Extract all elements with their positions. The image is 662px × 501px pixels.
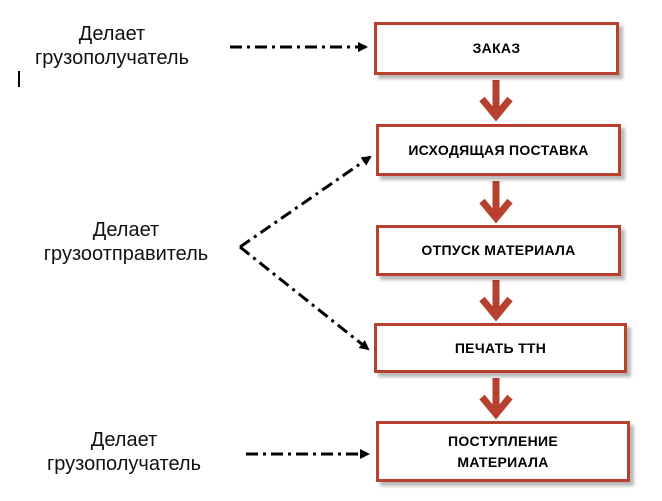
step-goods-issue-box: ОТПУСК МАТЕРИАЛА	[376, 225, 621, 276]
flow-arrow-2	[479, 181, 513, 224]
actor-consignee-bottom: Делает грузополучатель	[24, 428, 224, 476]
step-print-waybill-box: ПЕЧАТЬ ТТН	[374, 323, 627, 373]
step-goods-receipt-label-line1: ПОСТУПЛЕНИЕ	[447, 432, 558, 449]
flow-arrow-3	[479, 280, 513, 322]
actor-consignee-bottom-line1: Делает	[90, 429, 158, 451]
step-outbound-delivery-label: ИСХОДЯЩАЯ ПОСТАВКА	[408, 141, 589, 158]
flow-arrow-4	[479, 378, 513, 420]
step-outbound-delivery-box: ИСХОДЯЩАЯ ПОСТАВКА	[376, 124, 621, 176]
actor-consignor-middle: Делает грузоотправитель	[11, 218, 241, 266]
step-order-box: ЗАКАЗ	[374, 22, 619, 75]
step-order-label: ЗАКАЗ	[472, 40, 521, 56]
step-print-waybill-label: ПЕЧАТЬ ТТН	[454, 339, 547, 356]
text-cursor-mark	[18, 71, 20, 87]
dashed-arrow-middle-up	[239, 155, 372, 249]
actor-consignee-top-line2: грузополучатель	[34, 47, 190, 69]
step-goods-receipt-box: ПОСТУПЛЕНИЕ МАТЕРИАЛА	[376, 421, 630, 482]
step-goods-receipt-label-line2: МАТЕРИАЛА	[457, 453, 549, 470]
actor-consignor-middle-line1: Делает	[92, 219, 160, 241]
step-goods-issue-label: ОТПУСК МАТЕРИАЛА	[421, 242, 576, 258]
actor-consignee-bottom-line2: грузополучатель	[46, 453, 202, 475]
actor-consignee-top: Делает грузополучатель	[12, 22, 212, 70]
actor-consignor-middle-line2: грузоотправитель	[43, 243, 209, 265]
flow-arrow-1	[479, 80, 513, 122]
actor-consignee-top-line1: Делает	[78, 23, 146, 45]
dashed-arrow-middle-down	[239, 245, 370, 351]
